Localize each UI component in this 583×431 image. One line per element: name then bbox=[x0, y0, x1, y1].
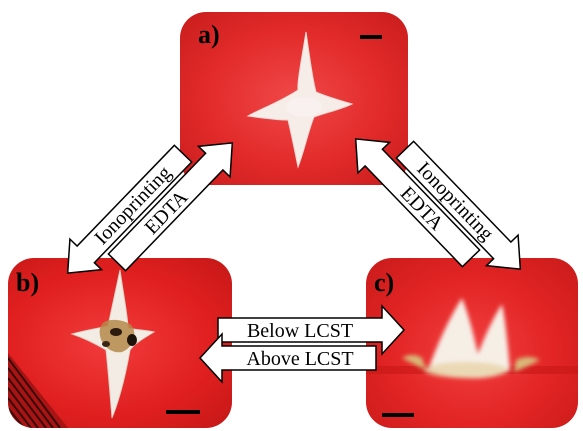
dark-spot bbox=[102, 341, 110, 347]
dark-spot bbox=[127, 334, 137, 346]
panel-c-label: c) bbox=[374, 268, 395, 297]
arrow-below-lcst: Below LCST bbox=[217, 304, 406, 356]
arrow-label-above-lcst: Above LCST bbox=[246, 348, 353, 370]
panel-a-label: a) bbox=[198, 20, 220, 49]
left-arrow-pair: Ionoprinting EDTA bbox=[66, 142, 234, 274]
ruler-marks bbox=[8, 353, 68, 428]
panel-c-content bbox=[366, 298, 578, 417]
panel-b-label: b) bbox=[16, 268, 40, 297]
scale-bar bbox=[382, 413, 414, 417]
panel-c-photo: c) bbox=[366, 258, 578, 428]
panel-b-content bbox=[8, 269, 200, 428]
crown-sample bbox=[402, 298, 540, 379]
right-arrow-pair: EDTA Ionoprinting bbox=[354, 138, 522, 270]
panel-a-content bbox=[246, 31, 382, 169]
dark-spot bbox=[110, 328, 122, 336]
scale-bar bbox=[166, 410, 200, 414]
arrow-label-below-lcst: Below LCST bbox=[247, 320, 353, 342]
scale-bar bbox=[360, 35, 382, 39]
star-highlight bbox=[286, 97, 322, 117]
arrow-above-lcst: Above LCST bbox=[198, 332, 377, 384]
panel-b-photo: b) bbox=[8, 258, 232, 428]
